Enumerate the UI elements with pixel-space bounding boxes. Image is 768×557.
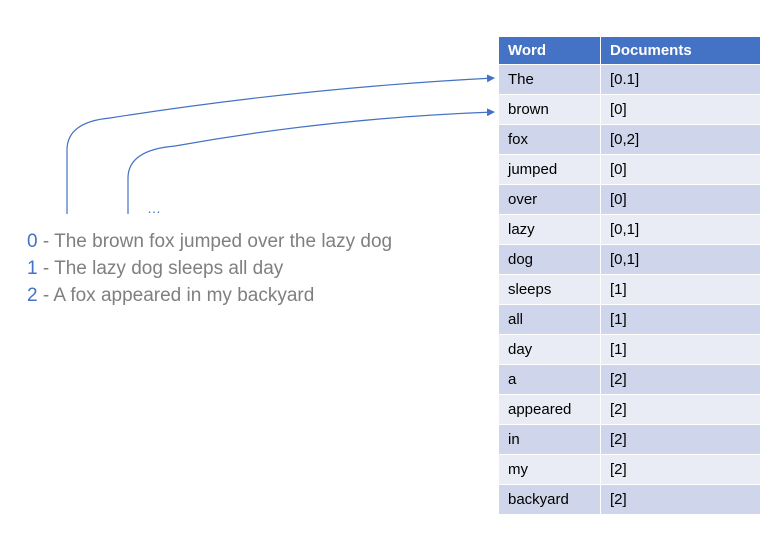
table-body: The[0.1]brown[0]fox[0,2]jumped[0]over[0]… (498, 64, 761, 515)
word-cell: appeared (498, 394, 601, 425)
document-2: 2 - A fox appeared in my backyard (27, 282, 392, 309)
word-cell: backyard (498, 484, 601, 515)
table-row: lazy[0,1] (498, 214, 761, 245)
table-row: day[1] (498, 334, 761, 365)
table-row: sleeps[1] (498, 274, 761, 305)
header-documents: Documents (600, 36, 761, 65)
table-row: backyard[2] (498, 484, 761, 515)
word-cell: day (498, 334, 601, 365)
table-row: all[1] (498, 304, 761, 335)
table-row: brown[0] (498, 94, 761, 125)
word-cell: over (498, 184, 601, 215)
documents-cell: [0,2] (600, 124, 761, 155)
documents-cell: [1] (600, 274, 761, 305)
word-cell: all (498, 304, 601, 335)
document-text: - The brown fox jumped over the lazy dog (37, 231, 393, 252)
document-id: 1 (27, 258, 38, 279)
word-cell: in (498, 424, 601, 455)
word-cell: jumped (498, 154, 601, 185)
document-id: 2 (27, 285, 38, 306)
word-cell: The (498, 64, 601, 95)
word-cell: fox (498, 124, 601, 155)
documents-cell: [0,1] (600, 214, 761, 245)
arrow-doc0-to-the (66, 74, 495, 214)
table-row: a[2] (498, 364, 761, 395)
header-word: Word (498, 36, 601, 65)
documents-cell: [0] (600, 94, 761, 125)
document-text: - The lazy dog sleeps all day (37, 258, 284, 279)
table-row: over[0] (498, 184, 761, 215)
word-cell: sleeps (498, 274, 601, 305)
table-row: in[2] (498, 424, 761, 455)
documents-cell: [0] (600, 184, 761, 215)
word-cell: brown (498, 94, 601, 125)
document-list: 0 - The brown fox jumped over the lazy d… (27, 228, 392, 309)
documents-cell: [2] (600, 364, 761, 395)
document-text: - A fox appeared in my backyard (37, 285, 315, 306)
word-cell: a (498, 364, 601, 395)
word-cell: lazy (498, 214, 601, 245)
documents-cell: [1] (600, 334, 761, 365)
document-0: 0 - The brown fox jumped over the lazy d… (27, 228, 392, 255)
word-cell: my (498, 454, 601, 485)
table-row: fox[0,2] (498, 124, 761, 155)
documents-cell: [0] (600, 154, 761, 185)
arrow-doc1-to-brown (127, 108, 495, 214)
table-row: my[2] (498, 454, 761, 485)
table-row: dog[0,1] (498, 244, 761, 275)
document-id: 0 (27, 231, 38, 252)
documents-cell: [1] (600, 304, 761, 335)
table-header-row: Word Documents (498, 36, 761, 65)
table-row: jumped[0] (498, 154, 761, 185)
documents-cell: [2] (600, 454, 761, 485)
table-row: appeared[2] (498, 394, 761, 425)
table-row: The[0.1] (498, 64, 761, 95)
documents-cell: [0,1] (600, 244, 761, 275)
documents-cell: [2] (600, 424, 761, 455)
inverted-index-table: Word Documents The[0.1]brown[0]fox[0,2]j… (498, 36, 761, 515)
documents-cell: [2] (600, 484, 761, 515)
documents-cell: [0.1] (600, 64, 761, 95)
word-cell: dog (498, 244, 601, 275)
ellipsis: … (147, 200, 162, 216)
documents-cell: [2] (600, 394, 761, 425)
document-1: 1 - The lazy dog sleeps all day (27, 255, 392, 282)
